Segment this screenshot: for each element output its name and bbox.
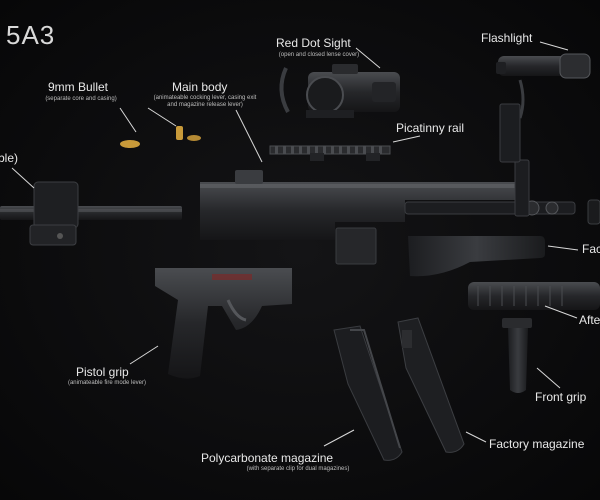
bullet-label: 9mm Bullet <box>48 80 109 94</box>
aftermarket-handguard <box>468 282 600 310</box>
polycarbonate-magazine-note: (with separate clip for dual magazines) <box>246 466 350 472</box>
stock-label: ble) <box>0 151 19 165</box>
leader-lines <box>11 41 579 447</box>
picatinny-rail-label: Picatinny rail <box>396 121 465 135</box>
picatinny-rail <box>269 145 391 161</box>
factory-magazine-shape <box>397 317 465 453</box>
main-body-note-2: and magazine release lever) <box>167 102 243 108</box>
front-grip-label: Front grip <box>535 390 587 404</box>
pistol-grip-label: Pistol grip <box>76 365 129 379</box>
pistol-grip <box>155 268 292 379</box>
main-body <box>200 159 600 265</box>
aftermarket-handguard-label: Afte <box>579 313 600 327</box>
bullet-note: (separate core and casing) <box>45 96 117 102</box>
polycarbonate-magazine-shape <box>333 325 403 461</box>
factory-magazine-label: Factory magazine <box>489 437 585 451</box>
stock <box>0 181 182 246</box>
pistol-grip-note: (animateable fire mode lever) <box>67 380 147 386</box>
factory-handguard <box>408 236 545 277</box>
flashlight <box>496 53 591 163</box>
polycarbonate-magazine-label: Polycarbonate magazine <box>201 451 334 465</box>
front-grip <box>502 318 532 393</box>
factory-handguard-label: Fac <box>582 242 600 256</box>
main-body-label: Main body <box>172 80 228 94</box>
red-dot-sight-note: (open and closed lense cover) <box>278 52 360 58</box>
flashlight-label: Flashlight <box>481 31 533 45</box>
red-dot-sight <box>279 64 400 118</box>
red-dot-sight-label: Red Dot Sight <box>276 36 351 50</box>
page-title: 5A3 <box>6 20 56 50</box>
bullets <box>120 126 201 148</box>
main-body-note-1: (animateable cocking lever, casing exit <box>153 95 257 101</box>
